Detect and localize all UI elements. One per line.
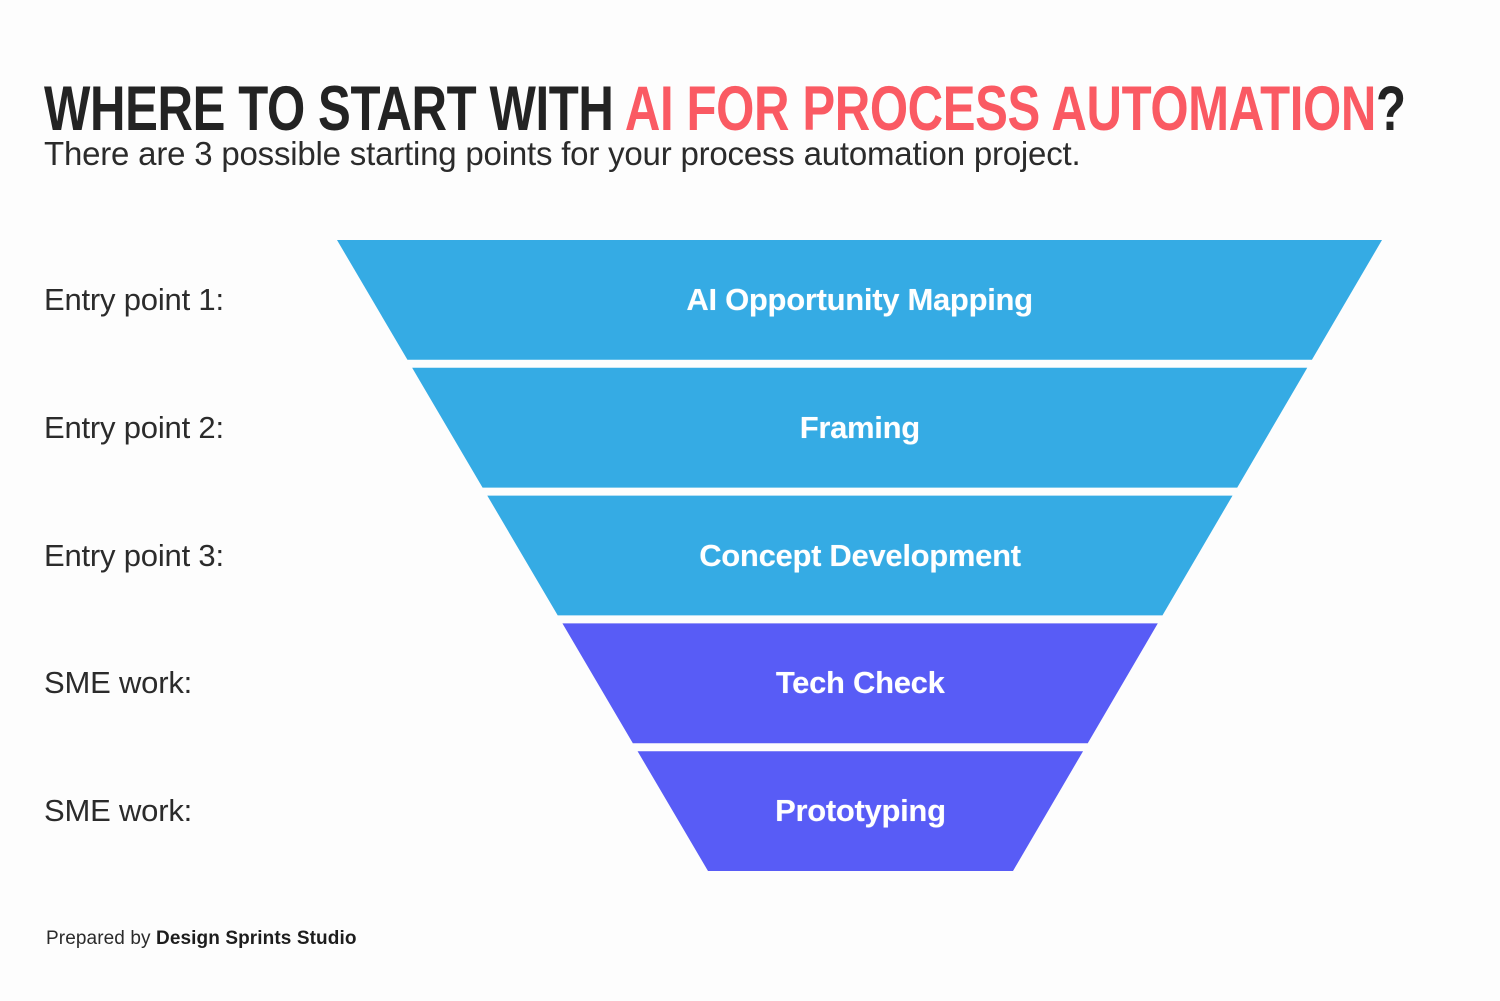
page-subtitle: There are 3 possible starting points for…	[44, 135, 1081, 172]
funnel-stage-label: AI Opportunity Mapping	[686, 281, 1033, 317]
title-accent: AI FOR PROCESS AUTOMATION	[624, 74, 1376, 145]
funnel-stage-label: Framing	[799, 409, 921, 445]
funnel-stage-label: Prototyping	[775, 793, 946, 829]
funnel-side-label: Entry point 3:	[44, 537, 224, 573]
funnel-side-label: Entry point 1:	[44, 281, 224, 317]
page-title: WHERE TO START WITH AI FOR PROCESS AUTOM…	[44, 78, 1406, 141]
funnel-stage-label: Concept Development	[699, 537, 1021, 573]
title-prefix: WHERE TO START WITH	[44, 74, 625, 145]
footer-prefix: Prepared by	[46, 928, 156, 949]
funnel-side-label: SME work:	[44, 665, 193, 701]
footer-credit: Prepared by Design Sprints Studio	[46, 928, 357, 950]
entry-point-label-column: Entry point 1: Entry point 2: Entry point …	[44, 240, 324, 872]
footer-brand: Design Sprints Studio	[156, 928, 357, 949]
funnel-stage-label: Tech Check	[775, 665, 945, 701]
funnel-side-label: SME work:	[44, 793, 193, 829]
title-suffix: ?	[1375, 74, 1406, 145]
funnel-side-label: Entry point 2:	[44, 409, 224, 445]
